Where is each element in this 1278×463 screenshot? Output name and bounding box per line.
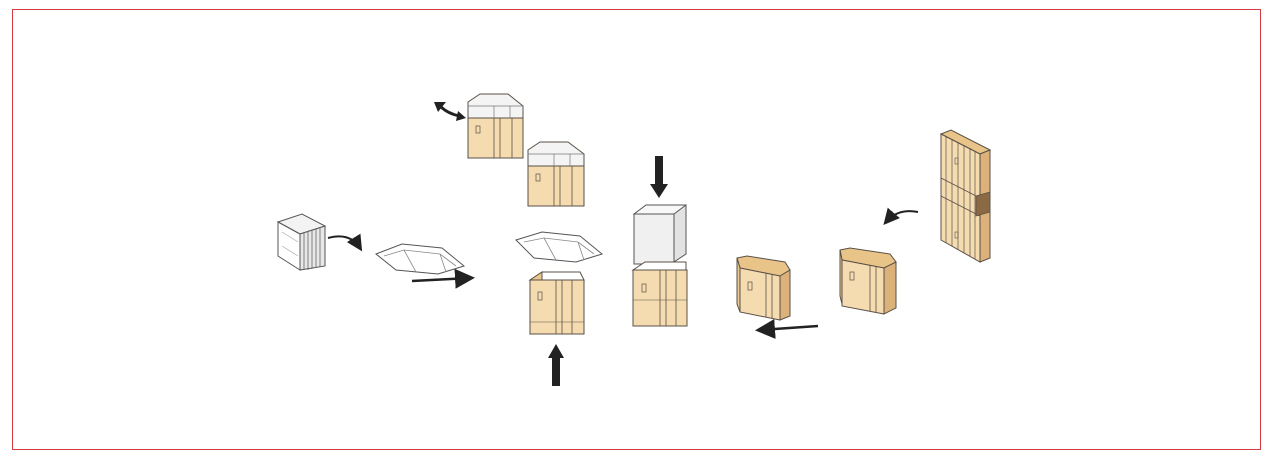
push-arrow-box: [755, 318, 819, 339]
erected-box-2: [839, 247, 897, 315]
down-arrow-lid: [650, 156, 668, 198]
open-box-center: [528, 271, 585, 336]
curved-arrow-right: [883, 207, 919, 226]
flat-sleeve-stack: [276, 213, 327, 271]
flat-box-stack: [939, 129, 992, 263]
box-with-tray-top: [467, 93, 524, 159]
rotate-arrow-top-left: [434, 102, 466, 121]
box-bottom-center: [631, 261, 688, 327]
unfolded-tray-blank-2: [515, 231, 604, 263]
up-arrow-center: [548, 344, 564, 386]
erected-box-1: [736, 255, 791, 321]
push-arrow-blank: [411, 268, 475, 289]
white-lid-block: [632, 204, 687, 265]
curved-arrow-sleeve: [327, 233, 363, 252]
unfolded-tray-blank-1: [375, 243, 466, 275]
box-with-tray-lower: [527, 141, 585, 207]
